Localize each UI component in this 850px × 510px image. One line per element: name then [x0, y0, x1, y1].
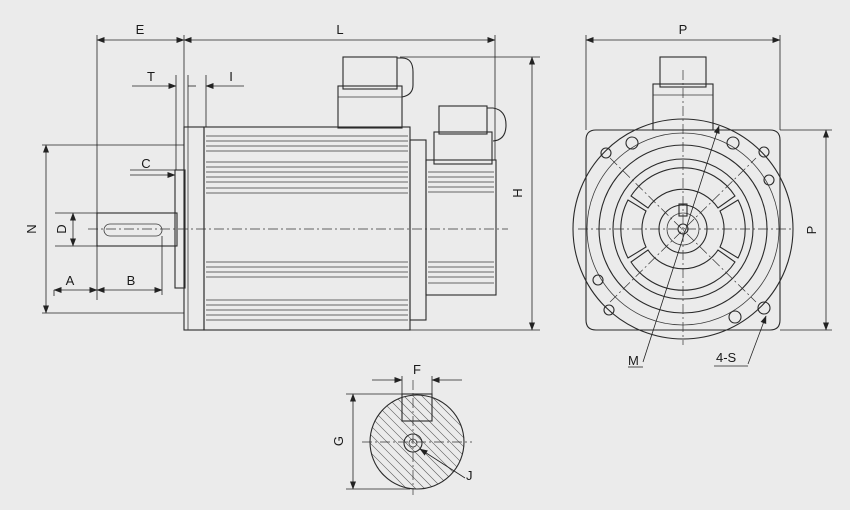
- flange: [174, 126, 205, 331]
- cooling-fins: [206, 135, 494, 321]
- callout-J: J: [419, 448, 473, 483]
- dim-B: B: [96, 273, 163, 293]
- power-connector: [337, 56, 414, 129]
- label-T: T: [147, 69, 155, 84]
- keyway: [401, 393, 433, 422]
- dim-D: D: [54, 212, 76, 247]
- mounting-hole: [625, 136, 639, 150]
- side-view: E L T I C N D A: [24, 22, 540, 331]
- mounting-hole: [728, 310, 742, 324]
- mounting-hole: [763, 174, 775, 186]
- label-G: G: [331, 436, 346, 446]
- label-C: C: [141, 156, 150, 171]
- label-M: M: [628, 353, 639, 368]
- label-B: B: [127, 273, 136, 288]
- dim-I: I: [205, 69, 244, 89]
- label-A: A: [66, 273, 75, 288]
- front-view: P P M 4-S: [572, 22, 832, 368]
- shaft: [96, 212, 178, 247]
- mounting-hole: [603, 304, 615, 316]
- dim-G: G: [331, 393, 356, 490]
- label-F: F: [413, 362, 421, 377]
- mounting-hole: [726, 136, 740, 150]
- shaft-section-view: F G J: [331, 362, 473, 495]
- dim-C: C: [130, 156, 176, 178]
- encoder-connector: [433, 105, 507, 165]
- label-I: I: [229, 69, 233, 84]
- mounting-hole: [758, 146, 770, 158]
- side-extension-lines: [42, 35, 540, 331]
- dim-N: N: [24, 144, 49, 314]
- label-4-S: 4-S: [716, 350, 737, 365]
- label-P-top: P: [679, 22, 688, 37]
- motor-body: [203, 126, 497, 331]
- dim-F: F: [372, 362, 462, 383]
- mounting-holes: [592, 136, 775, 324]
- dim-A: A: [53, 273, 98, 293]
- window-arc-bottom: [630, 249, 736, 291]
- dim-H: H: [510, 56, 535, 331]
- dim-P-top: P: [585, 22, 781, 43]
- label-E: E: [136, 22, 145, 37]
- dim-E: E: [96, 22, 185, 43]
- mounting-hole: [757, 301, 771, 315]
- label-P-side: P: [804, 226, 819, 235]
- label-H: H: [510, 188, 525, 197]
- dim-T: T: [132, 69, 196, 89]
- dim-L: L: [183, 22, 496, 43]
- label-L: L: [336, 22, 343, 37]
- dim-M: M: [628, 125, 720, 368]
- label-J: J: [466, 468, 473, 483]
- square-flange: [585, 129, 781, 331]
- mounting-hole: [600, 147, 612, 159]
- mounting-hole: [592, 274, 604, 286]
- window-arc-top: [630, 167, 736, 209]
- label-N: N: [24, 224, 39, 233]
- label-D: D: [54, 224, 69, 233]
- callout-4-S: 4-S: [714, 315, 767, 367]
- section-hatching: [370, 395, 464, 489]
- dim-P-side: P: [804, 129, 829, 331]
